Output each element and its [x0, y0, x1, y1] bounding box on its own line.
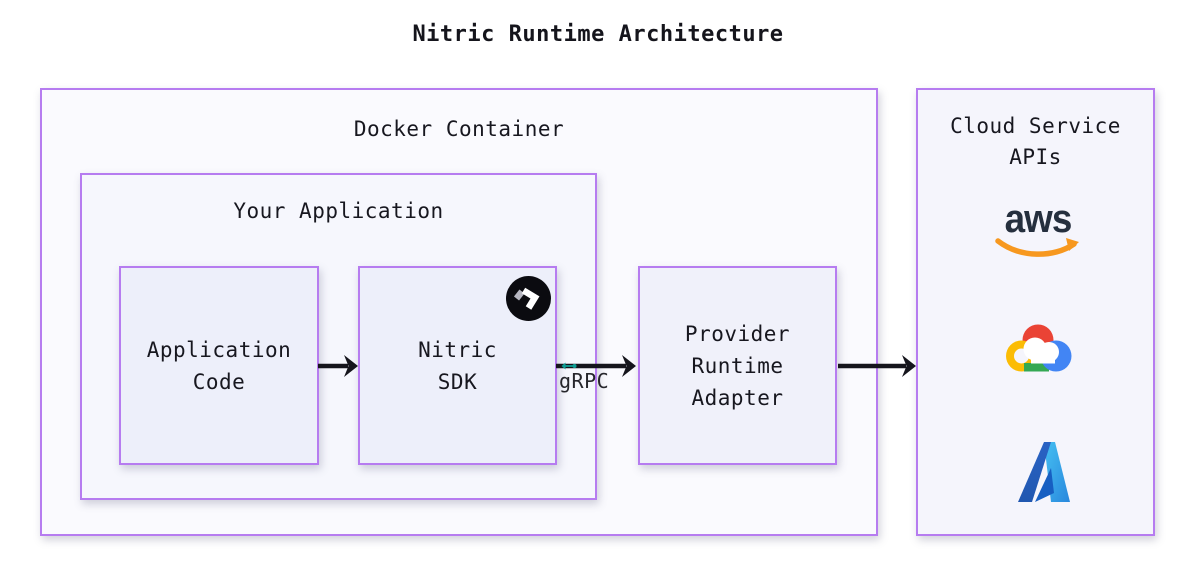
grpc-label: gRPC — [559, 369, 610, 393]
nitric-sdk-label-line1: Nitric — [418, 337, 497, 362]
provider-label-line2: Runtime — [691, 353, 784, 378]
nitric-logo-icon — [505, 275, 552, 322]
cloud-service-apis-box: Cloud Service APIs aws — [916, 88, 1155, 536]
cloud-service-apis-label: Cloud Service APIs — [918, 111, 1153, 173]
cloud-label-line1: Cloud Service — [950, 114, 1121, 138]
google-cloud-icon — [1004, 322, 1074, 384]
docker-container-label: Docker Container — [353, 117, 565, 141]
provider-label-line3: Adapter — [691, 385, 784, 410]
provider-runtime-adapter-box: Provider Runtime Adapter — [638, 266, 837, 465]
page-title: Nitric Runtime Architecture — [412, 22, 784, 47]
arrow-provider-to-cloud — [838, 355, 916, 377]
application-code-box: Application Code — [119, 266, 319, 465]
your-application-label: Your Application — [233, 199, 444, 223]
grpc-icon — [561, 362, 577, 370]
application-code-label-line2: Code — [192, 369, 246, 394]
provider-label-line1: Provider — [684, 321, 791, 346]
aws-logo-text: aws — [1004, 197, 1073, 241]
application-code-label-line1: Application — [146, 337, 292, 362]
aws-smile-icon — [995, 238, 1079, 257]
aws-logo: aws — [994, 197, 1082, 264]
nitric-sdk-label-line2: SDK — [437, 369, 478, 394]
arrow-app-code-to-sdk — [318, 355, 358, 377]
nitric-sdk-box: Nitric SDK — [358, 266, 557, 465]
azure-icon — [1018, 440, 1070, 508]
grpc-label-group: gRPC — [559, 362, 629, 396]
cloud-label-line2: APIs — [1009, 145, 1062, 169]
